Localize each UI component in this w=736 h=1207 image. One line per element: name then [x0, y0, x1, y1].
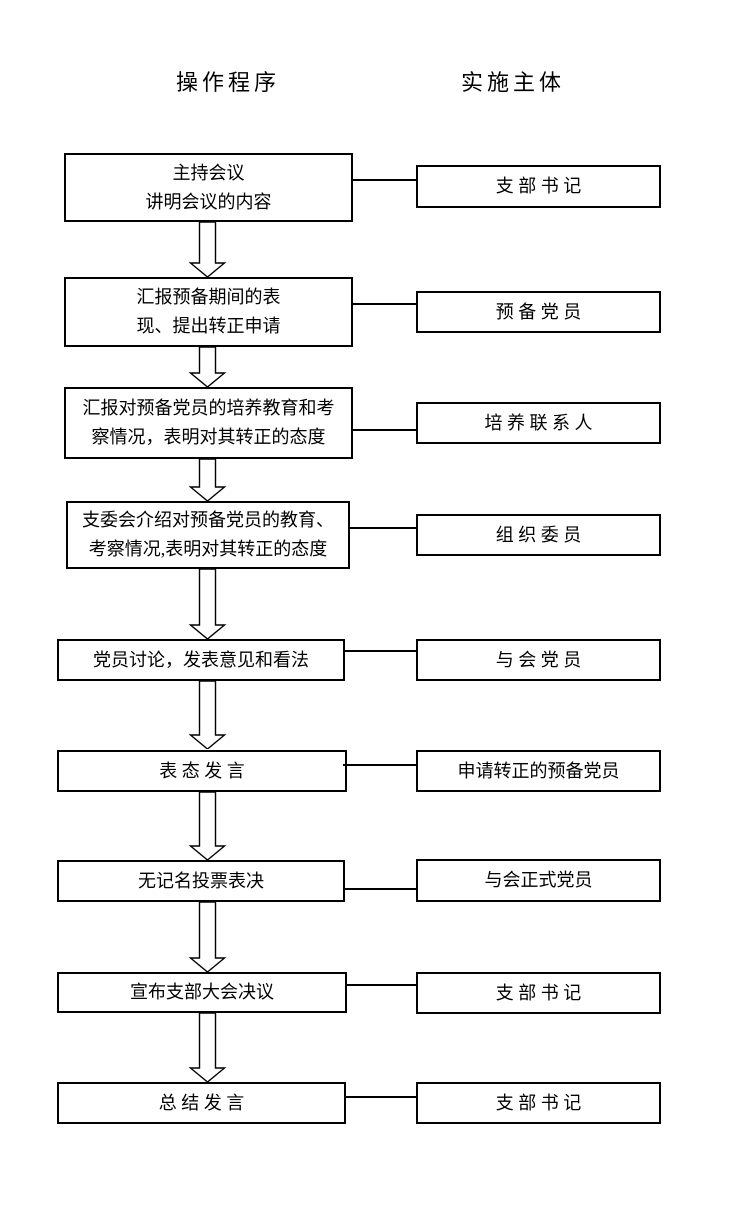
- step-box-1: 主持会议 讲明会议的内容: [64, 153, 353, 222]
- actor-box-5: 与 会 党 员: [416, 639, 661, 681]
- connector-line-6: [343, 764, 417, 766]
- step-text: 党员讨论，发表意见和看法: [93, 649, 309, 670]
- actor-text: 与 会 党 员: [495, 649, 582, 670]
- connector-line-8: [345, 984, 417, 986]
- actor-box-4: 组 织 委 员: [416, 514, 661, 556]
- actor-box-3: 培 养 联 系 人: [416, 402, 661, 444]
- step-text: 考察情况,表明对其转正的态度: [88, 539, 328, 559]
- step-text: 汇报预备期间的表: [136, 287, 281, 307]
- down-arrow-icon: [188, 902, 227, 972]
- actor-box-9: 支 部 书 记: [416, 1082, 661, 1124]
- connector-line-1: [351, 179, 417, 181]
- connector-line-7: [343, 888, 417, 890]
- step-box-3: 汇报对预备党员的培养教育和考 察情况，表明对其转正的态度: [64, 387, 353, 459]
- actor-box-2: 预 备 党 员: [416, 291, 661, 333]
- step-text: 宣布支部大会决议: [130, 982, 274, 1002]
- down-arrow-icon: [188, 792, 227, 860]
- actor-text: 支 部 书 记: [495, 982, 582, 1003]
- actor-box-1: 支 部 书 记: [416, 165, 661, 208]
- connector-line-2: [351, 303, 417, 305]
- down-arrow-icon: [188, 1013, 227, 1082]
- step-text: 表 态 发 言: [159, 760, 245, 781]
- actor-text: 与会正式党员: [484, 870, 593, 890]
- actor-text: 申请转正的预备党员: [457, 760, 620, 781]
- column-header-subject: 实施主体: [460, 70, 565, 95]
- down-arrow-icon: [188, 569, 227, 639]
- connector-line-5: [343, 650, 417, 652]
- step-text: 讲明会议的内容: [145, 191, 272, 212]
- step-text: 无记名投票表决: [138, 870, 264, 891]
- connector-line-9: [344, 1096, 417, 1098]
- step-box-4: 支委会介绍对预备党员的教育、 考察情况,表明对其转正的态度: [66, 501, 350, 569]
- actor-box-8: 支 部 书 记: [416, 972, 661, 1014]
- actor-text: 支 部 书 记: [495, 1092, 582, 1113]
- actor-box-7: 与会正式党员: [416, 859, 661, 902]
- actor-text: 预 备 党 员: [495, 301, 582, 322]
- connector-line-4: [348, 527, 417, 529]
- down-arrow-icon: [188, 347, 227, 387]
- step-text: 支委会介绍对预备党员的教育、: [82, 510, 334, 530]
- connector-line-3: [351, 429, 417, 431]
- actor-text: 培 养 联 系 人: [484, 412, 593, 433]
- down-arrow-icon: [188, 681, 227, 749]
- actor-text: 组 织 委 员: [495, 524, 582, 545]
- step-text: 总 结 发 言: [158, 1092, 245, 1113]
- column-header-procedure: 操作程序: [175, 70, 280, 95]
- step-box-8: 宣布支部大会决议: [57, 972, 347, 1013]
- step-box-5: 党员讨论，发表意见和看法: [57, 639, 345, 681]
- actor-box-6: 申请转正的预备党员: [416, 750, 661, 792]
- step-text: 察情况，表明对其转正的态度: [91, 427, 326, 447]
- step-text: 现、提出转正申请: [136, 316, 281, 336]
- step-text: 汇报对预备党员的培养教育和考: [82, 398, 335, 418]
- step-box-6: 表 态 发 言: [57, 750, 347, 792]
- step-text: 主持会议: [172, 162, 245, 183]
- actor-text: 支 部 书 记: [495, 176, 582, 196]
- down-arrow-icon: [188, 459, 227, 501]
- down-arrow-icon: [188, 222, 227, 277]
- step-box-9: 总 结 发 言: [57, 1082, 346, 1124]
- step-box-7: 无记名投票表决: [57, 860, 345, 902]
- step-box-2: 汇报预备期间的表 现、提出转正申请: [64, 277, 353, 347]
